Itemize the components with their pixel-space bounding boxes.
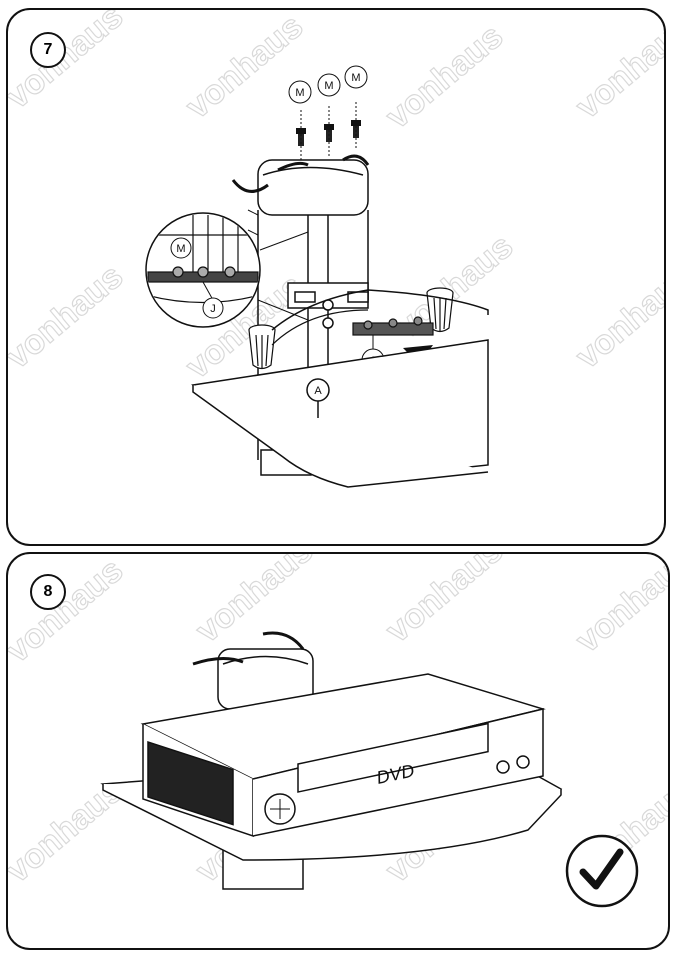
watermark: vonhaus xyxy=(179,10,311,126)
watermark: vonhaus xyxy=(8,10,130,116)
step-8-panel: vonhaus vonhaus vonhaus vonhaus vonhaus … xyxy=(6,552,670,950)
step-7-illustration: vonhaus vonhaus vonhaus vonhaus vonhaus … xyxy=(8,10,666,488)
label-m: M xyxy=(324,80,333,92)
pole-bracket xyxy=(287,282,369,329)
watermark: vonhaus xyxy=(569,257,666,376)
watermark: vonhaus xyxy=(8,554,130,670)
watermark: vonhaus xyxy=(379,17,511,136)
bracket-j xyxy=(352,316,434,336)
knob-left xyxy=(248,324,276,370)
checkmark-icon xyxy=(565,834,639,908)
label-a: A xyxy=(314,385,322,397)
watermark: vonhaus xyxy=(569,554,670,660)
watermark: vonhaus xyxy=(189,554,321,650)
step-8-illustration: vonhaus vonhaus vonhaus vonhaus vonhaus … xyxy=(8,554,670,908)
label-m: M xyxy=(295,87,304,99)
watermark: vonhaus xyxy=(8,257,130,376)
knob-right xyxy=(426,287,454,333)
label-m-group: M M M xyxy=(288,65,368,104)
watermark: vonhaus xyxy=(569,10,666,126)
screws-m xyxy=(296,102,361,160)
watermark: vonhaus xyxy=(379,554,511,650)
label-m: M xyxy=(351,72,360,84)
step-number-badge: 7 xyxy=(30,32,66,68)
step-7-panel: vonhaus vonhaus vonhaus vonhaus vonhaus … xyxy=(6,8,666,546)
detail-inset: M J xyxy=(145,212,309,328)
dvd-player: DVD xyxy=(140,673,546,838)
step-number-badge: 8 xyxy=(30,574,66,610)
glass-shelf-a: A xyxy=(191,339,489,488)
label-m: M xyxy=(176,243,185,255)
label-j: J xyxy=(210,303,216,315)
